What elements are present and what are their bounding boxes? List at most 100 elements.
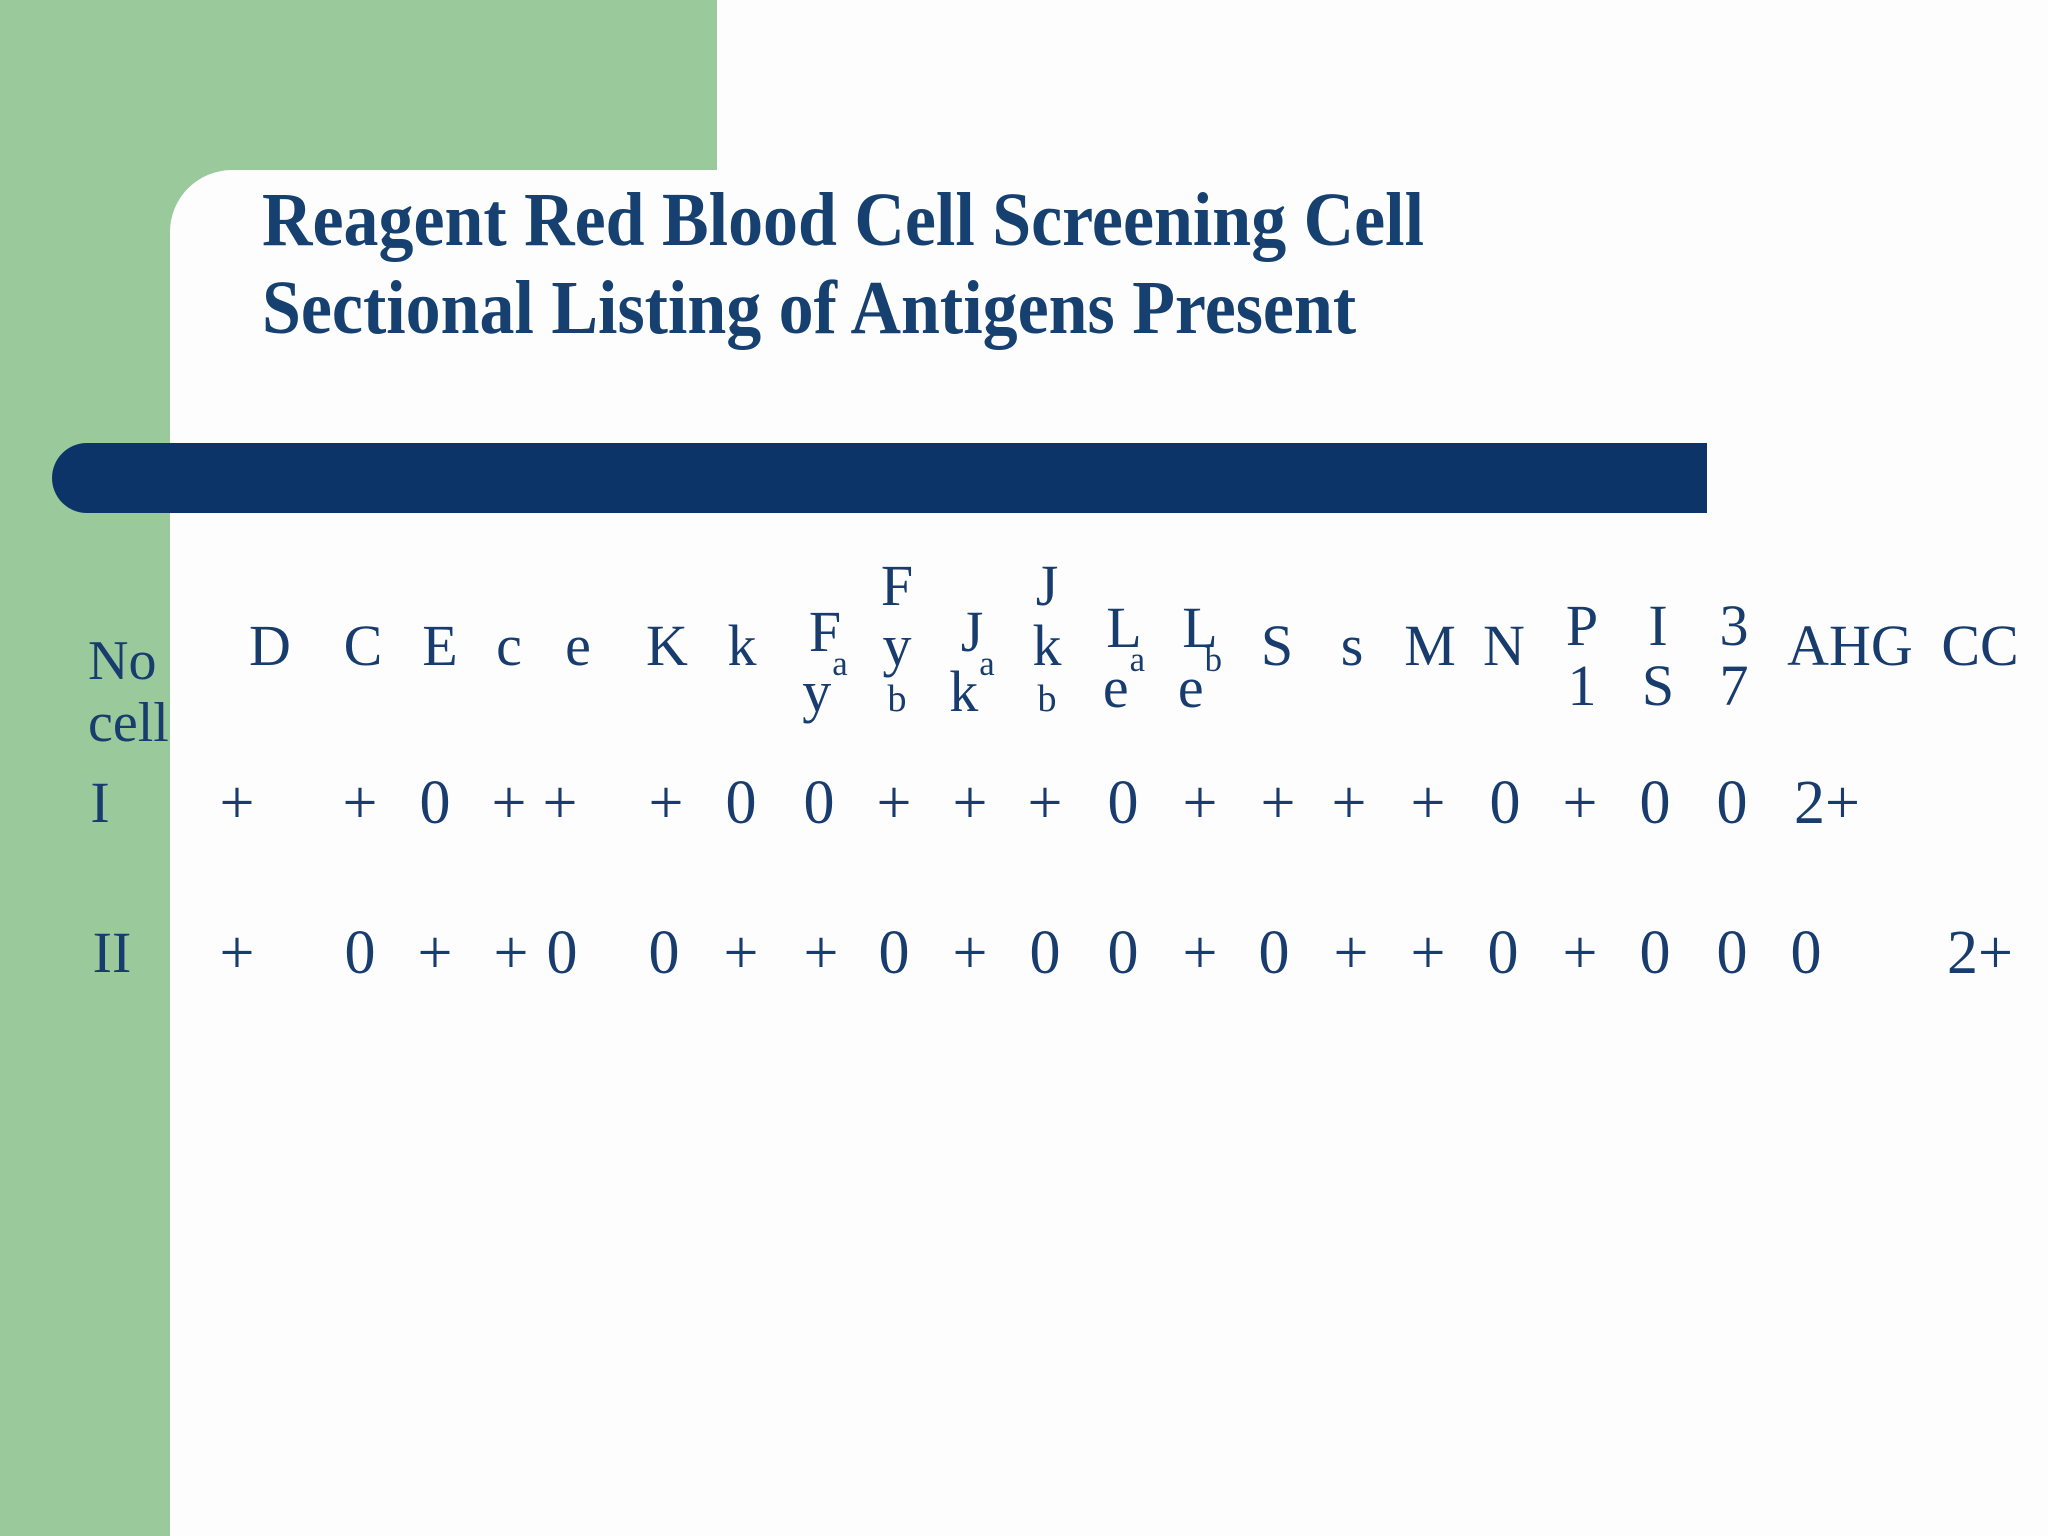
slide-title: Reagent Red Blood Cell Screening Cell Se…: [262, 176, 1826, 352]
title-line-1: Reagent Red Blood Cell Screening Cell: [262, 178, 1425, 262]
antigen-result-cell: 0: [1716, 769, 1748, 837]
column-header-K: K: [646, 616, 688, 722]
antigen-result-cell: +: [876, 769, 912, 837]
antigen-result-cell: +: [1562, 919, 1598, 987]
antigen-result-cell: +: [1562, 769, 1598, 837]
title-accent-bar: [52, 443, 1707, 513]
antigen-result-cell: +: [219, 919, 255, 987]
antigen-result-cell: 0: [648, 919, 680, 987]
row-header-no-cell: No cell: [88, 630, 169, 754]
header-line: ka: [949, 644, 995, 724]
column-header-M: M: [1404, 616, 1456, 722]
header-line: eb: [1177, 640, 1223, 720]
column-header-E: E: [422, 616, 457, 722]
header-line: k: [1032, 613, 1062, 678]
antigen-result-cell: 0: [1489, 769, 1521, 837]
antigen-result-cell: +: [542, 769, 578, 837]
antigen-result-cell: 0: [1107, 919, 1139, 987]
antigen-result-cell: +: [342, 769, 378, 837]
antigen-result-cell: +: [952, 769, 988, 837]
antigen-result-cell: +: [219, 769, 255, 837]
header-line: I: [1648, 593, 1668, 658]
column-header-c: c: [496, 616, 522, 722]
content-panel: [170, 170, 2048, 1536]
header-line: s: [1340, 613, 1364, 678]
antigen-result-cell: 0: [419, 769, 451, 837]
title-line-2: Sectional Listing of Antigens Present: [262, 266, 1357, 350]
antigen-result-cell: 0: [1639, 769, 1671, 837]
header-line: J: [1035, 553, 1059, 618]
antigen-result-cell: 0: [1029, 919, 1061, 987]
antigen-result-cell: +: [1182, 919, 1218, 987]
antigen-result-cell: 0: [1790, 919, 1822, 987]
header-line: 1: [1567, 653, 1597, 718]
antigen-result-cell: +: [1333, 919, 1369, 987]
header-line: ea: [1102, 640, 1146, 720]
antigen-result-cell: 0: [546, 919, 578, 987]
header-line: 3: [1719, 593, 1749, 658]
antigen-result-cell: 0: [1487, 919, 1519, 987]
antigen-result-cell: +: [491, 769, 527, 837]
antigen-result-cell: +: [1331, 769, 1367, 837]
header-line: AHG: [1787, 613, 1913, 678]
header-line: b: [1037, 678, 1057, 720]
header-line: S: [1641, 653, 1675, 718]
column-header-e: e: [565, 616, 591, 722]
antigen-result-cell: +: [1410, 769, 1446, 837]
header-superscript: a: [979, 644, 995, 684]
antigen-result-cell: +: [1410, 919, 1446, 987]
header-line: M: [1404, 613, 1456, 678]
green-left-strip: [0, 0, 170, 1536]
header-superscript: b: [1204, 640, 1223, 680]
row-header-line-2: cell: [88, 692, 169, 754]
antigen-result-cell: 0: [1639, 919, 1671, 987]
header-line: L: [1106, 595, 1142, 660]
column-header-N: N: [1483, 616, 1525, 722]
header-line: 7: [1719, 653, 1749, 718]
antigen-result-cell: 0: [1716, 919, 1748, 987]
header-line: L: [1182, 595, 1218, 660]
column-header-CC: CC: [1941, 616, 2018, 722]
column-header-S: S: [1261, 616, 1293, 722]
antigen-result-cell: +: [803, 919, 839, 987]
header-line: P: [1565, 593, 1599, 658]
header-line: J: [960, 599, 984, 664]
header-line: e: [565, 613, 591, 678]
row-label-I: I: [90, 770, 110, 835]
row-header-line-1: No: [88, 630, 157, 692]
column-header-k: k: [728, 616, 757, 722]
column-header-D: D: [249, 616, 291, 722]
header-line: K: [646, 613, 688, 678]
antigen-result-cell: 2+: [1947, 919, 2013, 987]
header-line: F: [880, 553, 914, 618]
header-superscript: a: [1129, 640, 1146, 680]
header-line: E: [422, 613, 458, 678]
row-label-II: II: [92, 920, 132, 985]
header-line: D: [249, 613, 291, 678]
antigen-result-cell: +: [417, 919, 453, 987]
antigen-result-cell: +: [1260, 769, 1296, 837]
header-line: C: [343, 613, 383, 678]
antigen-result-cell: 0: [878, 919, 910, 987]
header-line: S: [1260, 613, 1294, 678]
column-header-AHG: AHG: [1787, 616, 1913, 722]
header-line: N: [1483, 613, 1525, 678]
header-line: y: [882, 613, 912, 678]
header-superscript: a: [832, 644, 848, 684]
header-line: ya: [802, 644, 848, 724]
antigen-result-cell: +: [648, 769, 684, 837]
antigen-result-cell: 0: [803, 769, 835, 837]
header-line: F: [808, 599, 842, 664]
